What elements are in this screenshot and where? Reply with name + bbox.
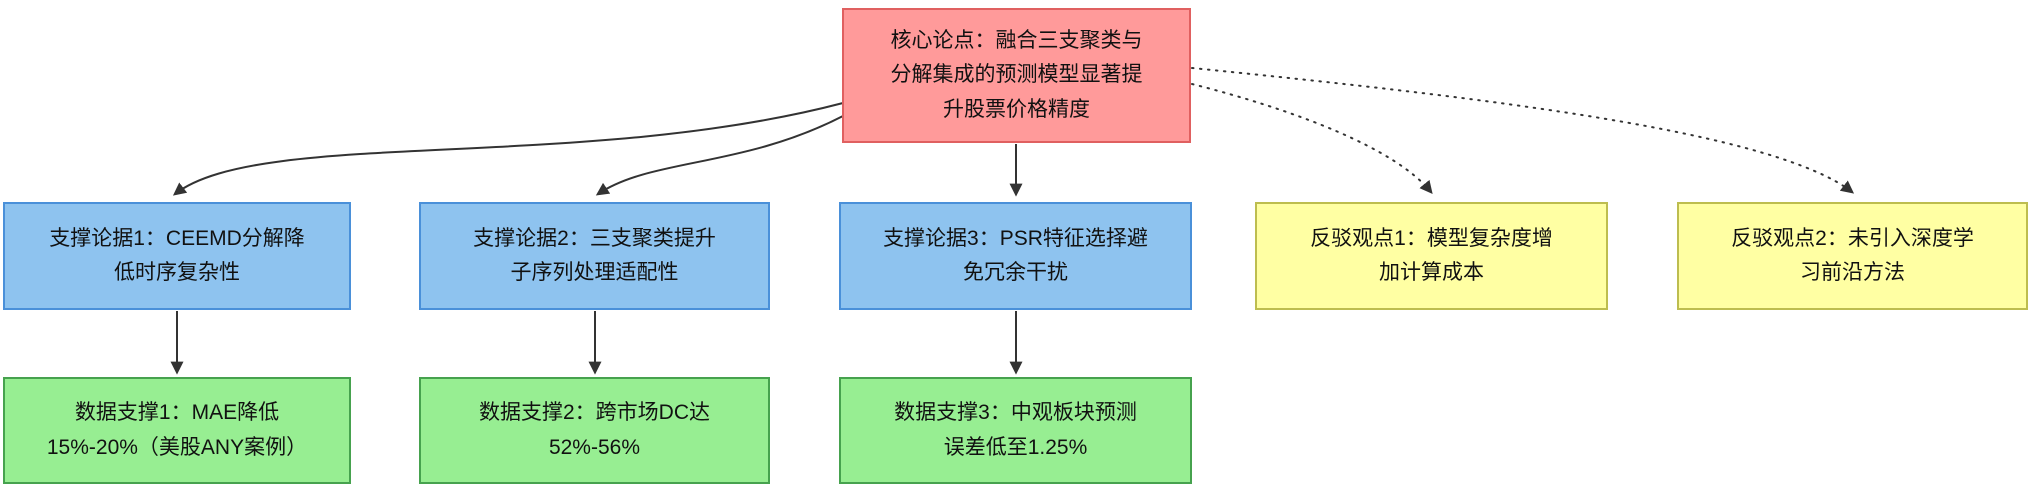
edge-core-to-support2 [595, 115, 844, 196]
node-evidence-2: 数据支撑2：跨市场DC达 52%-56% [419, 377, 770, 484]
node-evidence-3: 数据支撑3：中观板块预测 误差低至1.25% [839, 377, 1192, 484]
node-counter-2: 反驳观点2：未引入深度学 习前沿方法 [1677, 202, 2028, 310]
edge-core-to-support1 [172, 102, 844, 196]
node-core-claim: 核心论点：融合三支聚类与 分解集成的预测模型显著提 升股票价格精度 [842, 8, 1191, 143]
node-evidence-1: 数据支撑1：MAE降低 15%-20%（美股ANY案例） [3, 377, 351, 484]
edge-core-to-counter1 [1191, 83, 1433, 195]
node-support-3: 支撑论据3：PSR特征选择避 免冗余干扰 [839, 202, 1192, 310]
node-support-2: 支撑论据2：三支聚类提升 子序列处理适配性 [419, 202, 770, 310]
edge-core-to-counter2 [1191, 67, 1855, 194]
node-counter-1: 反驳观点1：模型复杂度增 加计算成本 [1255, 202, 1608, 310]
node-support-1: 支撑论据1：CEEMD分解降 低时序复杂性 [3, 202, 351, 310]
